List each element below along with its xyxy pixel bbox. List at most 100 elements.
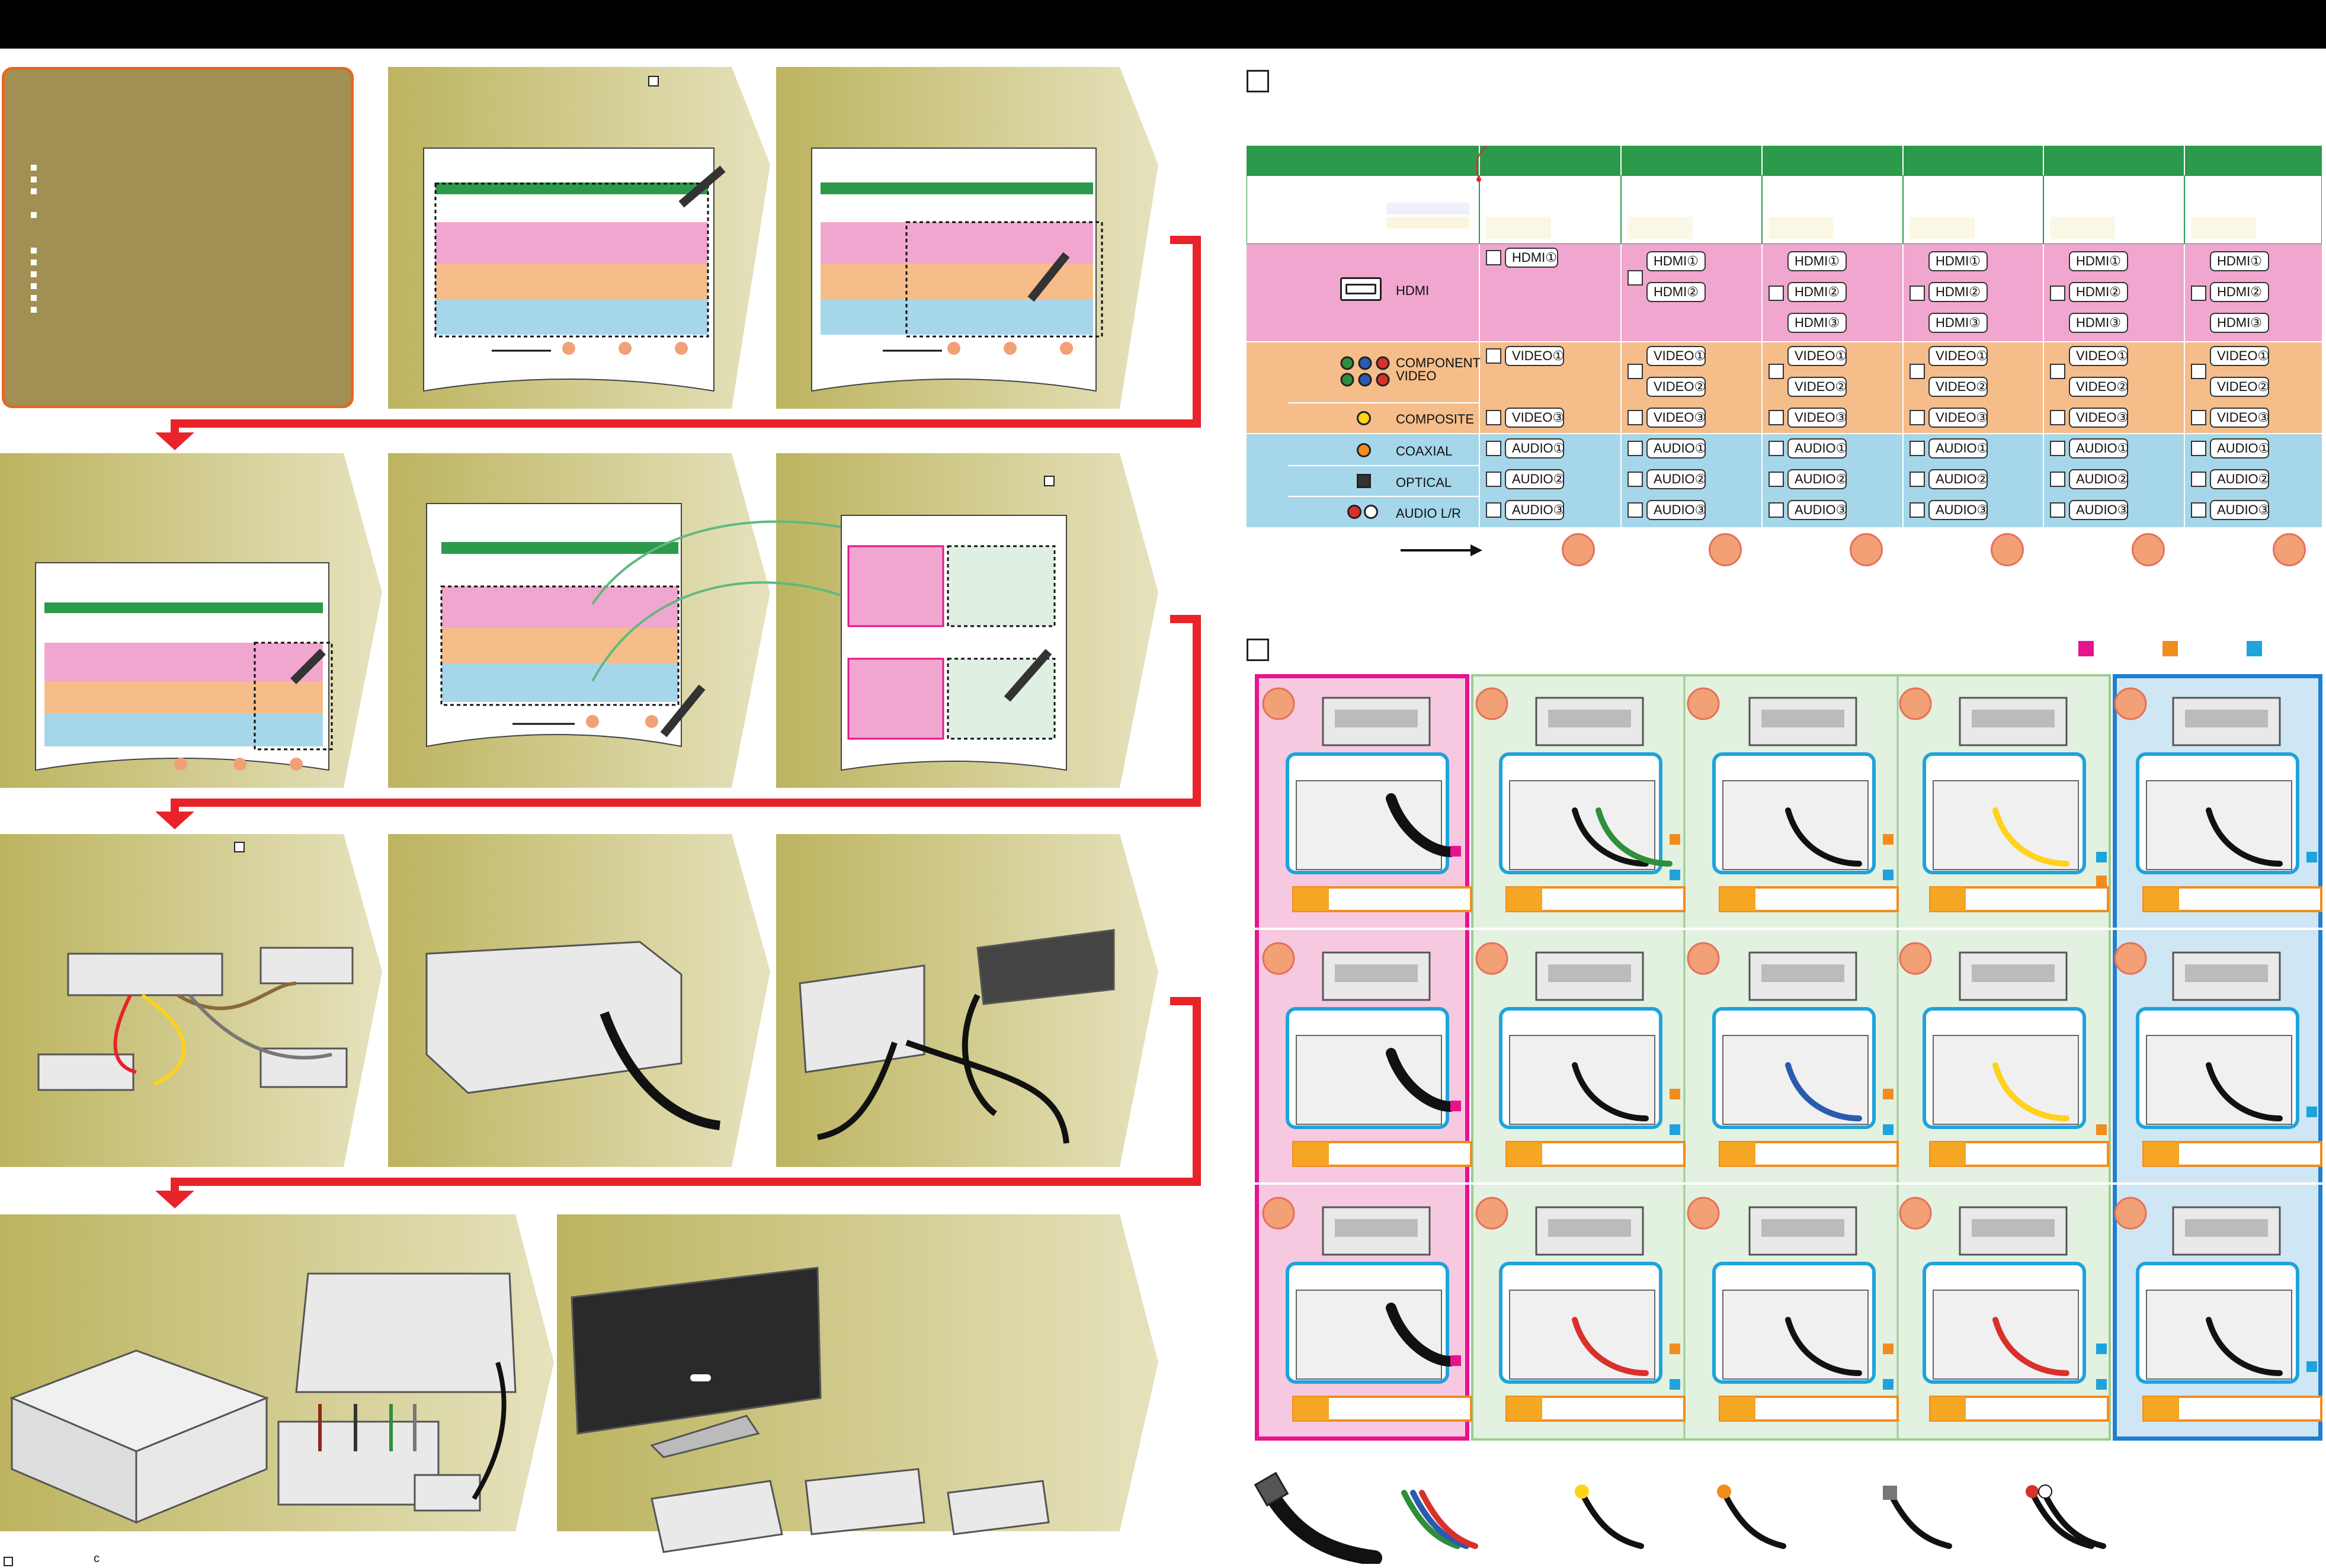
section-a-marker bbox=[1247, 70, 1269, 92]
direction-arrow bbox=[1401, 544, 1482, 556]
legend-hdmi-swatch bbox=[2078, 641, 2094, 656]
checkbox-component-col3[interactable] bbox=[1768, 364, 1784, 379]
intro-box bbox=[2, 67, 354, 408]
checkbox-component-col4[interactable] bbox=[1910, 364, 1925, 379]
audio-tag: AUDIO② bbox=[1505, 469, 1565, 489]
audio-tag: AUDIO③ bbox=[1646, 500, 1706, 520]
audio-tag: AUDIO② bbox=[1787, 469, 1847, 489]
hdmi-tag: HDMI① bbox=[1505, 248, 1558, 268]
checkbox-composite-col3[interactable] bbox=[1768, 410, 1784, 425]
device-coin bbox=[2273, 533, 2306, 566]
step-marker bbox=[4, 1557, 13, 1566]
checkbox-coaxial-col3[interactable] bbox=[1768, 441, 1784, 456]
video-tag: VIDEO② bbox=[1928, 377, 1988, 397]
checkbox-composite-col5[interactable] bbox=[2050, 410, 2065, 425]
audio-r-jack-icon bbox=[1364, 505, 1378, 519]
hdmi-tag: HDMI② bbox=[1928, 282, 1988, 302]
video-tag: VIDEO② bbox=[2210, 377, 2269, 397]
checkbox-optical-col1[interactable] bbox=[1486, 472, 1501, 487]
connection-illustrations bbox=[1255, 674, 2322, 1441]
top-title-bar bbox=[0, 0, 2326, 49]
row-label-optical: OPTICAL bbox=[1396, 475, 1452, 490]
checkbox-optical-col2[interactable] bbox=[1627, 472, 1643, 487]
checkbox-hdmi-col2[interactable] bbox=[1627, 270, 1643, 286]
table-header bbox=[1247, 146, 2322, 175]
checkbox-audio-lr-col3[interactable] bbox=[1768, 502, 1784, 518]
checkbox-hdmi-col1[interactable] bbox=[1486, 250, 1501, 265]
hdmi-tag: HDMI③ bbox=[1787, 313, 1847, 333]
audio-l-jack-icon bbox=[1347, 505, 1361, 519]
checkbox-coaxial-col1[interactable] bbox=[1486, 441, 1501, 456]
cable-types-row bbox=[1254, 1471, 2106, 1564]
hdmi-tag: HDMI① bbox=[2210, 251, 2269, 271]
video-tag: VIDEO① bbox=[1787, 346, 1847, 366]
optical-port-icon bbox=[1357, 474, 1371, 488]
checkbox-optical-col4[interactable] bbox=[1910, 472, 1925, 487]
audio-tag: AUDIO② bbox=[1646, 469, 1706, 489]
audio-tag: AUDIO③ bbox=[1928, 500, 1988, 520]
checkbox-hdmi-col6[interactable] bbox=[2191, 286, 2206, 301]
device-coin bbox=[1562, 533, 1595, 566]
checkbox-coaxial-col4[interactable] bbox=[1910, 441, 1925, 456]
bullet bbox=[31, 177, 37, 182]
bullet bbox=[31, 295, 37, 301]
hdmi-tag: HDMI③ bbox=[1928, 313, 1988, 333]
checkbox-component-col2[interactable] bbox=[1627, 364, 1643, 379]
checkbox-composite-col6[interactable] bbox=[2191, 410, 2206, 425]
checkbox-component-col5[interactable] bbox=[2050, 364, 2065, 379]
row-label-component: COMPONENT VIDEO bbox=[1396, 355, 1481, 383]
checkbox-audio-lr-col2[interactable] bbox=[1627, 502, 1643, 518]
coaxial-jack-icon bbox=[1357, 443, 1371, 457]
hdmi-tag: HDMI③ bbox=[2069, 313, 2128, 333]
hdmi-port-icon bbox=[1340, 277, 1382, 301]
checkbox-hdmi-col5[interactable] bbox=[2050, 286, 2065, 301]
device-coin bbox=[2132, 533, 2165, 566]
video-tag: VIDEO① bbox=[1928, 346, 1988, 366]
audio-tag: AUDIO② bbox=[1928, 469, 1988, 489]
checkbox-coaxial-col2[interactable] bbox=[1627, 441, 1643, 456]
row-label-audio-lr: AUDIO L/R bbox=[1396, 506, 1462, 521]
component-jacks-icon bbox=[1340, 356, 1393, 395]
checkbox-audio-lr-col4[interactable] bbox=[1910, 502, 1925, 518]
audio-tag: AUDIO③ bbox=[2069, 500, 2129, 520]
video-row bbox=[1247, 342, 2322, 434]
checkbox-composite-col2[interactable] bbox=[1627, 410, 1643, 425]
checkbox-audio-lr-col6[interactable] bbox=[2191, 502, 2206, 518]
checkbox-composite-col1[interactable] bbox=[1486, 410, 1501, 425]
checkbox-optical-col3[interactable] bbox=[1768, 472, 1784, 487]
audio-tag: AUDIO③ bbox=[2210, 500, 2270, 520]
row-label-coaxial: COAXIAL bbox=[1396, 444, 1453, 458]
checkbox-composite-col4[interactable] bbox=[1910, 410, 1925, 425]
checkbox-component-col1[interactable] bbox=[1486, 348, 1501, 364]
video-tag: VIDEO③ bbox=[1505, 408, 1564, 428]
bullet bbox=[31, 248, 37, 254]
device-coin bbox=[1991, 533, 2024, 566]
hdmi-tag: HDMI① bbox=[1787, 251, 1847, 271]
checkbox-coaxial-col5[interactable] bbox=[2050, 441, 2065, 456]
audio-tag: AUDIO① bbox=[2069, 438, 2129, 458]
page-mark: c bbox=[94, 1552, 100, 1565]
bullet bbox=[31, 259, 37, 265]
checkbox-hdmi-col3[interactable] bbox=[1768, 286, 1784, 301]
checkbox-optical-col6[interactable] bbox=[2191, 472, 2206, 487]
checkbox-component-col6[interactable] bbox=[2191, 364, 2206, 379]
audio-tag: AUDIO① bbox=[1928, 438, 1988, 458]
checkbox-hdmi-col4[interactable] bbox=[1910, 286, 1925, 301]
row-label-hdmi: HDMI bbox=[1396, 283, 1430, 298]
steps-background bbox=[0, 67, 1201, 1553]
hdmi-tag: HDMI② bbox=[1646, 282, 1706, 302]
checkbox-audio-lr-col5[interactable] bbox=[2050, 502, 2065, 518]
row-label-composite: COMPOSITE bbox=[1396, 412, 1475, 427]
audio-tag: AUDIO① bbox=[2210, 438, 2270, 458]
checkbox-optical-col5[interactable] bbox=[2050, 472, 2065, 487]
video-tag: VIDEO③ bbox=[1646, 408, 1706, 428]
video-tag: VIDEO③ bbox=[1787, 408, 1847, 428]
checkbox-coaxial-col6[interactable] bbox=[2191, 441, 2206, 456]
video-tag: VIDEO② bbox=[2069, 377, 2128, 397]
audio-row bbox=[1247, 434, 2322, 527]
device-coin bbox=[1850, 533, 1883, 566]
video-tag: VIDEO① bbox=[2069, 346, 2128, 366]
hdmi-tag: HDMI① bbox=[1928, 251, 1988, 271]
checkbox-audio-lr-col1[interactable] bbox=[1486, 502, 1501, 518]
